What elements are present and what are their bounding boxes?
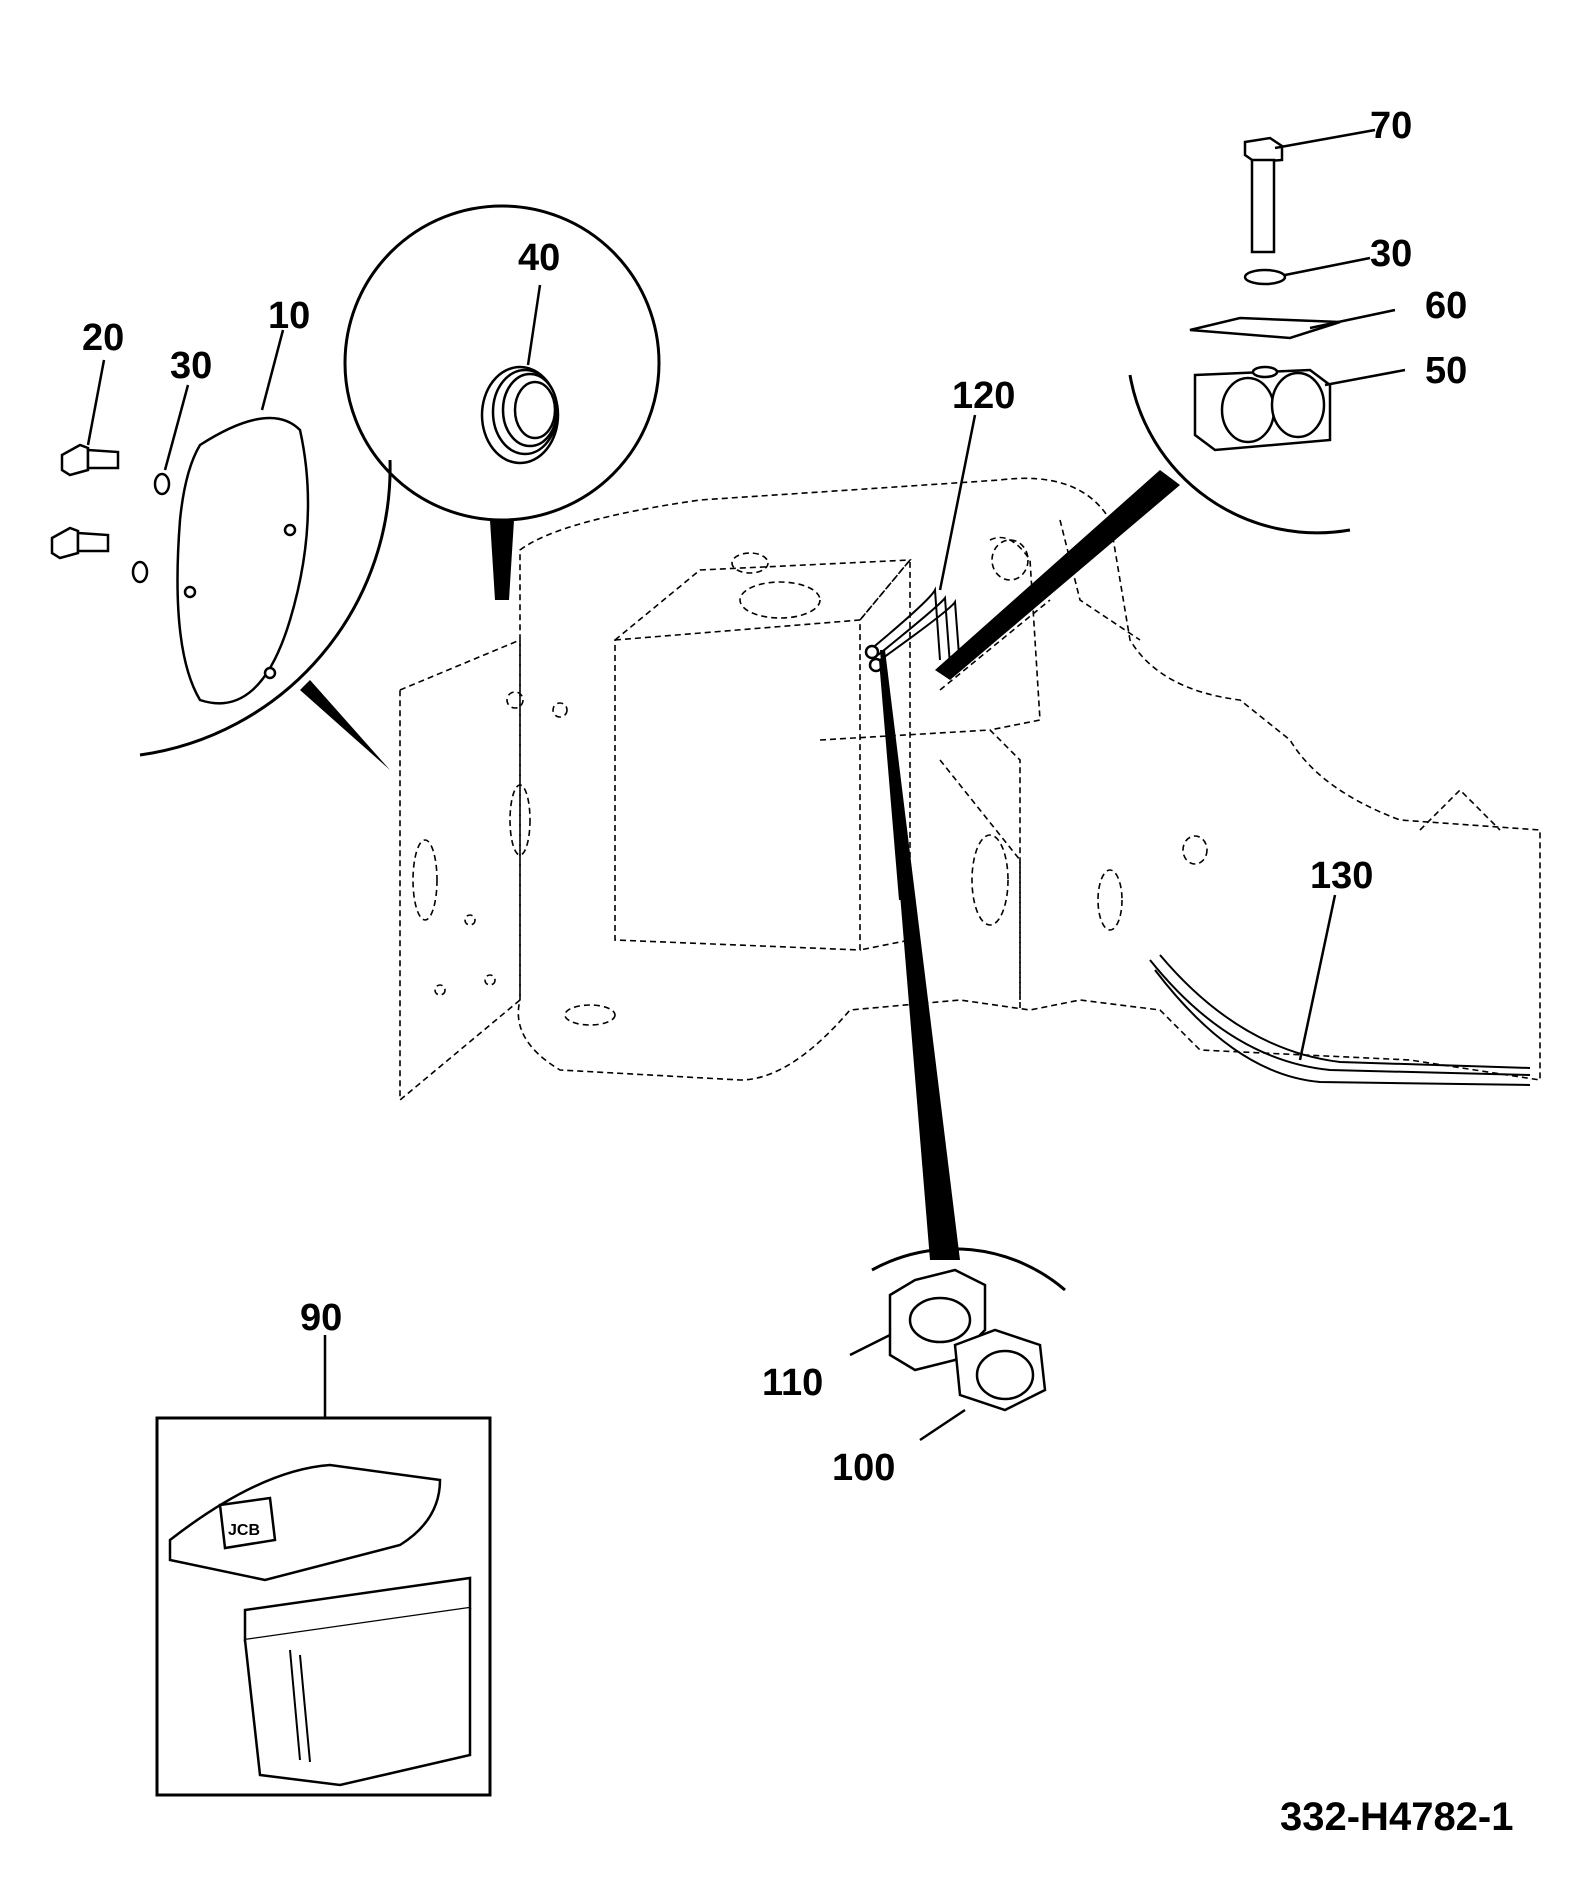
detail-bubble-nut: [871, 650, 1066, 1412]
callout-40: 40: [518, 237, 560, 279]
clamp-plate-60: [1189, 316, 1341, 340]
detail-bubble-cover-plate: [50, 416, 392, 770]
washer-30-right: [1243, 268, 1287, 286]
callout-20: 20: [82, 317, 124, 359]
hose-assembly: [864, 586, 1531, 1086]
callout-90: 90: [300, 1297, 342, 1339]
leader-lines: [86, 128, 1406, 1442]
callout-120: 120: [952, 375, 1015, 417]
callout-30-right: 30: [1370, 233, 1412, 275]
callout-110: 110: [762, 1362, 823, 1404]
detail-bubble-clamp: [935, 136, 1351, 691]
callout-50: 50: [1425, 350, 1467, 392]
detail-bubble-grommet: [343, 204, 661, 600]
bolt-20-b: [50, 526, 110, 560]
switch-detail-box: JCB: [155, 1416, 492, 1797]
clamp-50: [1193, 365, 1332, 452]
callout-30-left: 30: [170, 345, 212, 387]
rocker-switch-90: JCB: [168, 1463, 472, 1787]
bolt-20-a: [60, 443, 120, 477]
callout-10: 10: [268, 295, 310, 337]
callout-labels: 10 20 30 40 70 30 60 50 120 130 90 110 1…: [82, 105, 1467, 1489]
callout-60: 60: [1425, 285, 1467, 327]
callout-130: 130: [1310, 855, 1373, 897]
nut-100: [953, 1328, 1047, 1412]
grommet-40: [480, 365, 560, 465]
callout-100: 100: [832, 1447, 895, 1489]
chassis-frame: [399, 477, 1541, 1102]
jcb-logo: JCB: [228, 1522, 260, 1539]
callout-70: 70: [1370, 105, 1412, 147]
bolt-70: [1243, 136, 1284, 254]
drawing-number: 332-H4782-1: [1280, 1795, 1514, 1839]
